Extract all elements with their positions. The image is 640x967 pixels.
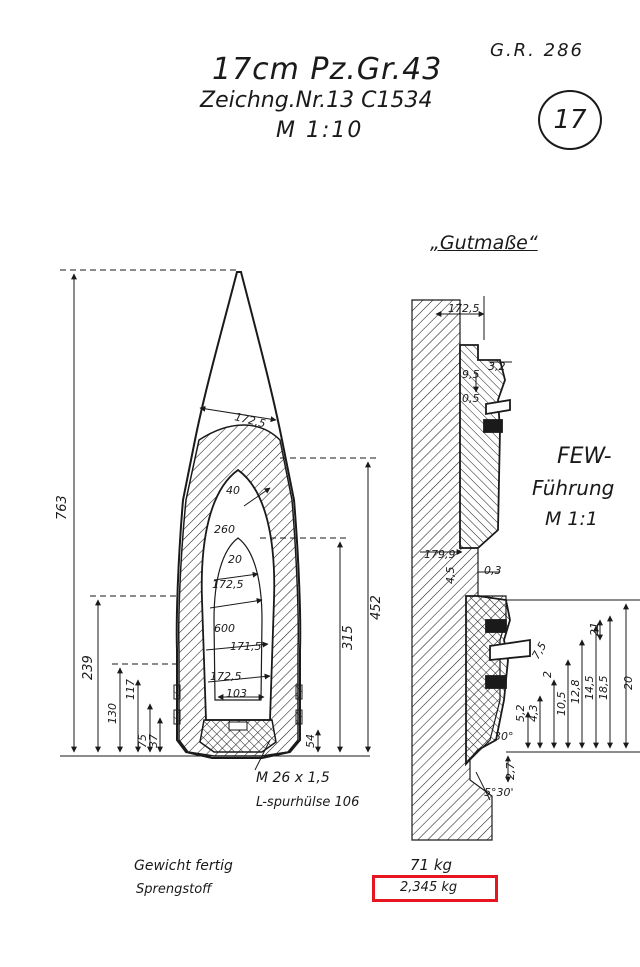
weight-value: 71 kg xyxy=(410,856,453,874)
explosive-label: Sprengstoff xyxy=(136,882,212,897)
dim-r20: 20 xyxy=(228,553,242,566)
dim-171: 171,5 xyxy=(230,640,262,653)
detail-dim-185: 18,5 xyxy=(597,676,610,701)
detail-dim-128: 12,8 xyxy=(569,680,582,705)
detail-dim-52: 5,2 xyxy=(514,705,527,723)
detail-dim-03: 0,3 xyxy=(484,564,502,577)
detail-dim-145: 14,5 xyxy=(583,676,596,701)
thread-note: M 26 x 1,5 xyxy=(256,770,330,786)
detail-dim-21: 21 xyxy=(588,622,601,636)
sheet-code: G.R. 286 xyxy=(490,40,584,61)
band-subtitle: Führung xyxy=(532,476,615,500)
detail-dim-45: 4,5 xyxy=(444,567,457,585)
dim-130: 130 xyxy=(106,703,119,724)
title-scale: M 1:10 xyxy=(276,118,364,143)
detail-dim-95: 9,5 xyxy=(462,368,480,381)
dim-117: 117 xyxy=(124,679,137,700)
detail-dim-1725: 172,5 xyxy=(448,302,480,315)
dim-103: 103 xyxy=(226,687,247,700)
dim-37: 37 xyxy=(147,734,160,748)
detail-dim-1799: 179,9 xyxy=(424,548,456,561)
detail-dim-75: 7,5 xyxy=(529,640,549,662)
band-scale: M 1:1 xyxy=(545,508,599,530)
detail-dim-2: 2 xyxy=(541,671,554,678)
highlight-box xyxy=(372,875,498,902)
detail-title: „Gutmaße“ xyxy=(430,232,538,254)
band-title: FEW- xyxy=(557,444,612,469)
explosive-value: 2,345 kg xyxy=(400,880,458,895)
detail-dim-20: 20 xyxy=(622,676,635,690)
shell-cross-section xyxy=(173,271,303,759)
sheet-title: 17cm Pz.Gr.43 xyxy=(212,52,443,87)
tracer-note: L-spurhülse 106 xyxy=(256,795,360,810)
detail-dim-27: 2,7 xyxy=(504,763,517,781)
weight-label: Gewicht fertig xyxy=(134,858,233,874)
dim-r260: 260 xyxy=(214,523,235,536)
dim-cavity-length: 452 xyxy=(369,595,384,620)
dim-r600: 600 xyxy=(214,622,235,635)
dim-base-to-band: 239 xyxy=(81,655,96,680)
band-detail-section xyxy=(411,299,531,841)
detail-dim-angle: 5°30' xyxy=(484,786,514,799)
dim-overall-length: 763 xyxy=(55,495,70,520)
dim-wall-40: 40 xyxy=(226,484,240,497)
detail-dimension-lines xyxy=(420,296,640,801)
dim-cavity-1: 172,5 xyxy=(212,578,244,591)
dim-54: 54 xyxy=(304,734,317,748)
dim-75: 75 xyxy=(136,734,149,748)
dim-inner-length: 315 xyxy=(341,625,356,650)
detail-dim-43: 4,3 xyxy=(527,705,540,723)
dimension-lines xyxy=(60,269,378,771)
detail-dim-105: 10,5 xyxy=(555,692,568,717)
page-number-badge: 17 xyxy=(538,90,602,150)
detail-dim-30deg: 30° xyxy=(494,730,514,743)
detail-dim-05: 0,5 xyxy=(462,392,480,405)
drawing-number: Zeichng.Nr.13 C1534 xyxy=(200,88,433,113)
dim-cavity-2: 172,5 xyxy=(210,670,242,683)
detail-dim-32: 3,2 xyxy=(488,360,506,373)
